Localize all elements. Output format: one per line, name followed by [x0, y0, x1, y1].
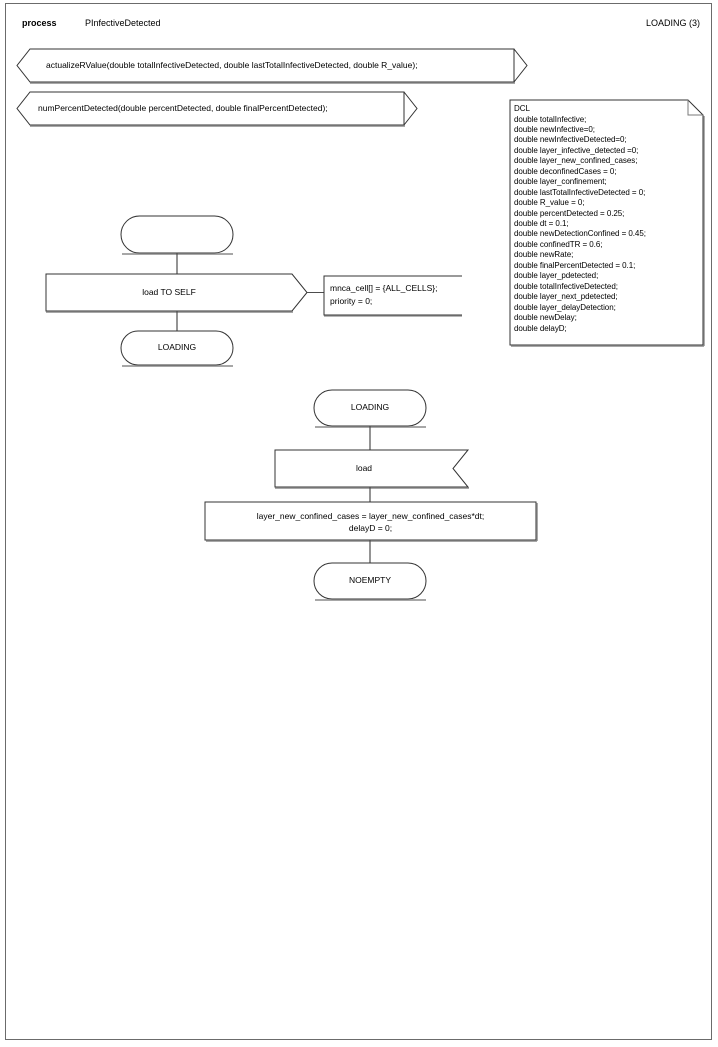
declaration-block-lines: double totalInfective;double newInfectiv… [514, 115, 646, 335]
procedure-call-label-2: numPercentDetected(double percentDetecte… [38, 103, 328, 113]
comment-symbol-box[interactable] [323, 275, 462, 316]
declaration-line: double newDetectionConfined = 0.45; [514, 229, 646, 239]
state-symbol-loading-a[interactable] [120, 330, 234, 366]
task-label-line-1: layer_new_confined_cases = layer_new_con… [256, 511, 485, 521]
state-symbol-start[interactable] [120, 215, 234, 254]
comment-label-line-1: mnca_cell[] = {ALL_CELLS}; [330, 283, 438, 293]
declaration-line: double R_value = 0; [514, 198, 585, 208]
procedure-call-symbol-1-right-point [513, 48, 528, 83]
declaration-block-shape[interactable] [509, 99, 704, 346]
declaration-line: double totalInfective; [514, 114, 587, 124]
declaration-line: double newInfective=0; [514, 124, 595, 134]
procedure-call-symbol-1[interactable] [16, 48, 515, 83]
declaration-line: double layer_pdetected; [514, 271, 599, 281]
declaration-line: double newInfectiveDetected=0; [514, 135, 627, 145]
input-symbol-load[interactable] [274, 449, 470, 488]
declaration-line: double confinedTR = 0.6; [514, 239, 603, 249]
declaration-line: double deconfinedCases = 0; [514, 166, 617, 176]
declaration-line: double layer_new_confined_cases; [514, 156, 638, 166]
input-symbol-label: load [355, 463, 373, 473]
header-page-label: LOADING (3) [645, 18, 700, 28]
declaration-block-title: DCL [514, 104, 530, 113]
declaration-line: double finalPercentDetected = 0.1; [514, 260, 636, 270]
state-label-loading-b: LOADING [350, 402, 390, 412]
declaration-line: double newRate; [514, 250, 574, 260]
output-symbol-load-to-self[interactable] [45, 273, 308, 312]
state-symbol-noempty[interactable] [313, 562, 427, 600]
declaration-line: double layer_confinement; [514, 177, 607, 187]
declaration-line: double newDelay; [514, 313, 577, 323]
declaration-line: double totalInfectiveDetected; [514, 281, 618, 291]
declaration-line: double percentDetected = 0.25; [514, 208, 625, 218]
declaration-line: double dt = 0.1; [514, 219, 569, 229]
declaration-line: double layer_delayDetection; [514, 302, 616, 312]
procedure-call-symbol-2-right-point [403, 91, 418, 126]
state-label-loading-a: LOADING [157, 342, 197, 352]
output-symbol-label: load TO SELF [142, 287, 196, 297]
declaration-line: double lastTotalInfectiveDetected = 0; [514, 187, 646, 197]
procedure-call-symbol-2[interactable] [16, 91, 405, 126]
task-symbol[interactable] [204, 501, 537, 541]
declaration-line: double delayD; [514, 323, 567, 333]
procedure-call-label-1: actualizeRValue(double totalInfectiveDet… [46, 60, 418, 70]
state-label-noempty: NOEMPTY [348, 575, 392, 585]
declaration-line: double layer_infective_detected =0; [514, 145, 639, 155]
task-label-line-2: delayD = 0; [348, 523, 393, 533]
header-diagram-name: PInfectiveDetected [85, 18, 161, 28]
header-kind-label: process [22, 18, 57, 28]
declaration-block-fold [687, 100, 703, 116]
declaration-line: double layer_next_pdetected; [514, 292, 618, 302]
comment-label-line-2: priority = 0; [330, 296, 373, 306]
